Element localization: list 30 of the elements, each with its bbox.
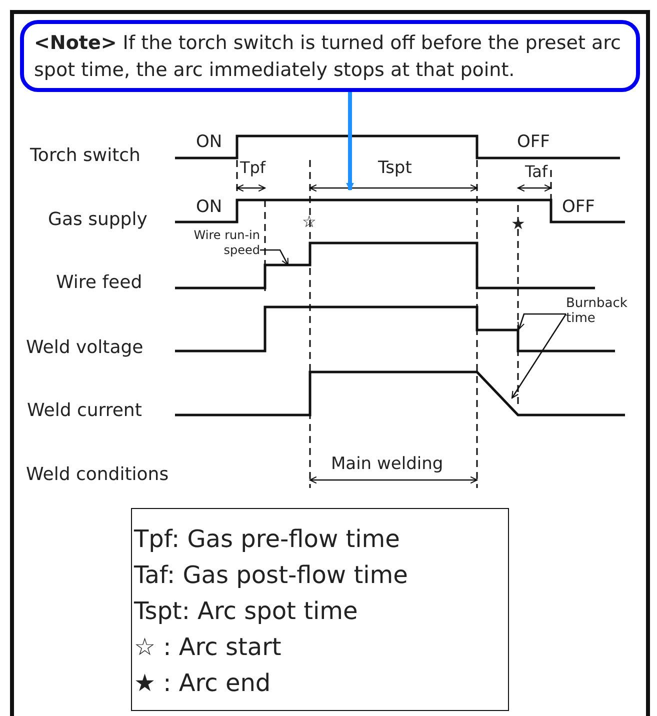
leader-line (517, 313, 566, 330)
signal-name: Weld current (27, 401, 142, 421)
arrow (346, 92, 354, 191)
state-label: ON (196, 197, 222, 217)
definition-text: ☆ : Arc start (134, 632, 282, 663)
time-label: Taf (525, 162, 548, 182)
definition-text: Tspt: Arc spot time (134, 596, 359, 627)
callout-text: Burnback time (566, 296, 642, 326)
star-symbol: ☆ (302, 212, 316, 232)
time-label: Tpf (240, 158, 266, 178)
signal-name: Weld voltage (26, 338, 144, 358)
signal-name: Wire feed (56, 273, 142, 293)
leader-line (260, 249, 289, 266)
period-label: Main welding (331, 454, 444, 474)
state-label: OFF (517, 132, 550, 152)
time-label: Tspt (378, 158, 412, 178)
leader-line (511, 314, 567, 399)
state-label: OFF (562, 197, 595, 217)
definition-text: Taf: Gas post-flow time (134, 560, 409, 591)
definition-text: ★ : Arc end (134, 668, 272, 699)
note-text: <Note> If the torch switch is turned off before the preset arc spot time, the arc immediately stops at that point. (34, 31, 622, 83)
definition-text: Tpf: Gas pre-flow time (134, 524, 401, 555)
signal-name: Weld conditions (26, 465, 169, 485)
star-symbol: ★ (511, 214, 526, 234)
definition-box (131, 508, 509, 711)
signal-name: Torch switch (30, 146, 140, 166)
signal-name: Gas supply (48, 210, 148, 230)
state-label: ON (196, 132, 222, 152)
note-box (20, 20, 640, 92)
callout-text: Wire run-in speed (170, 228, 260, 258)
